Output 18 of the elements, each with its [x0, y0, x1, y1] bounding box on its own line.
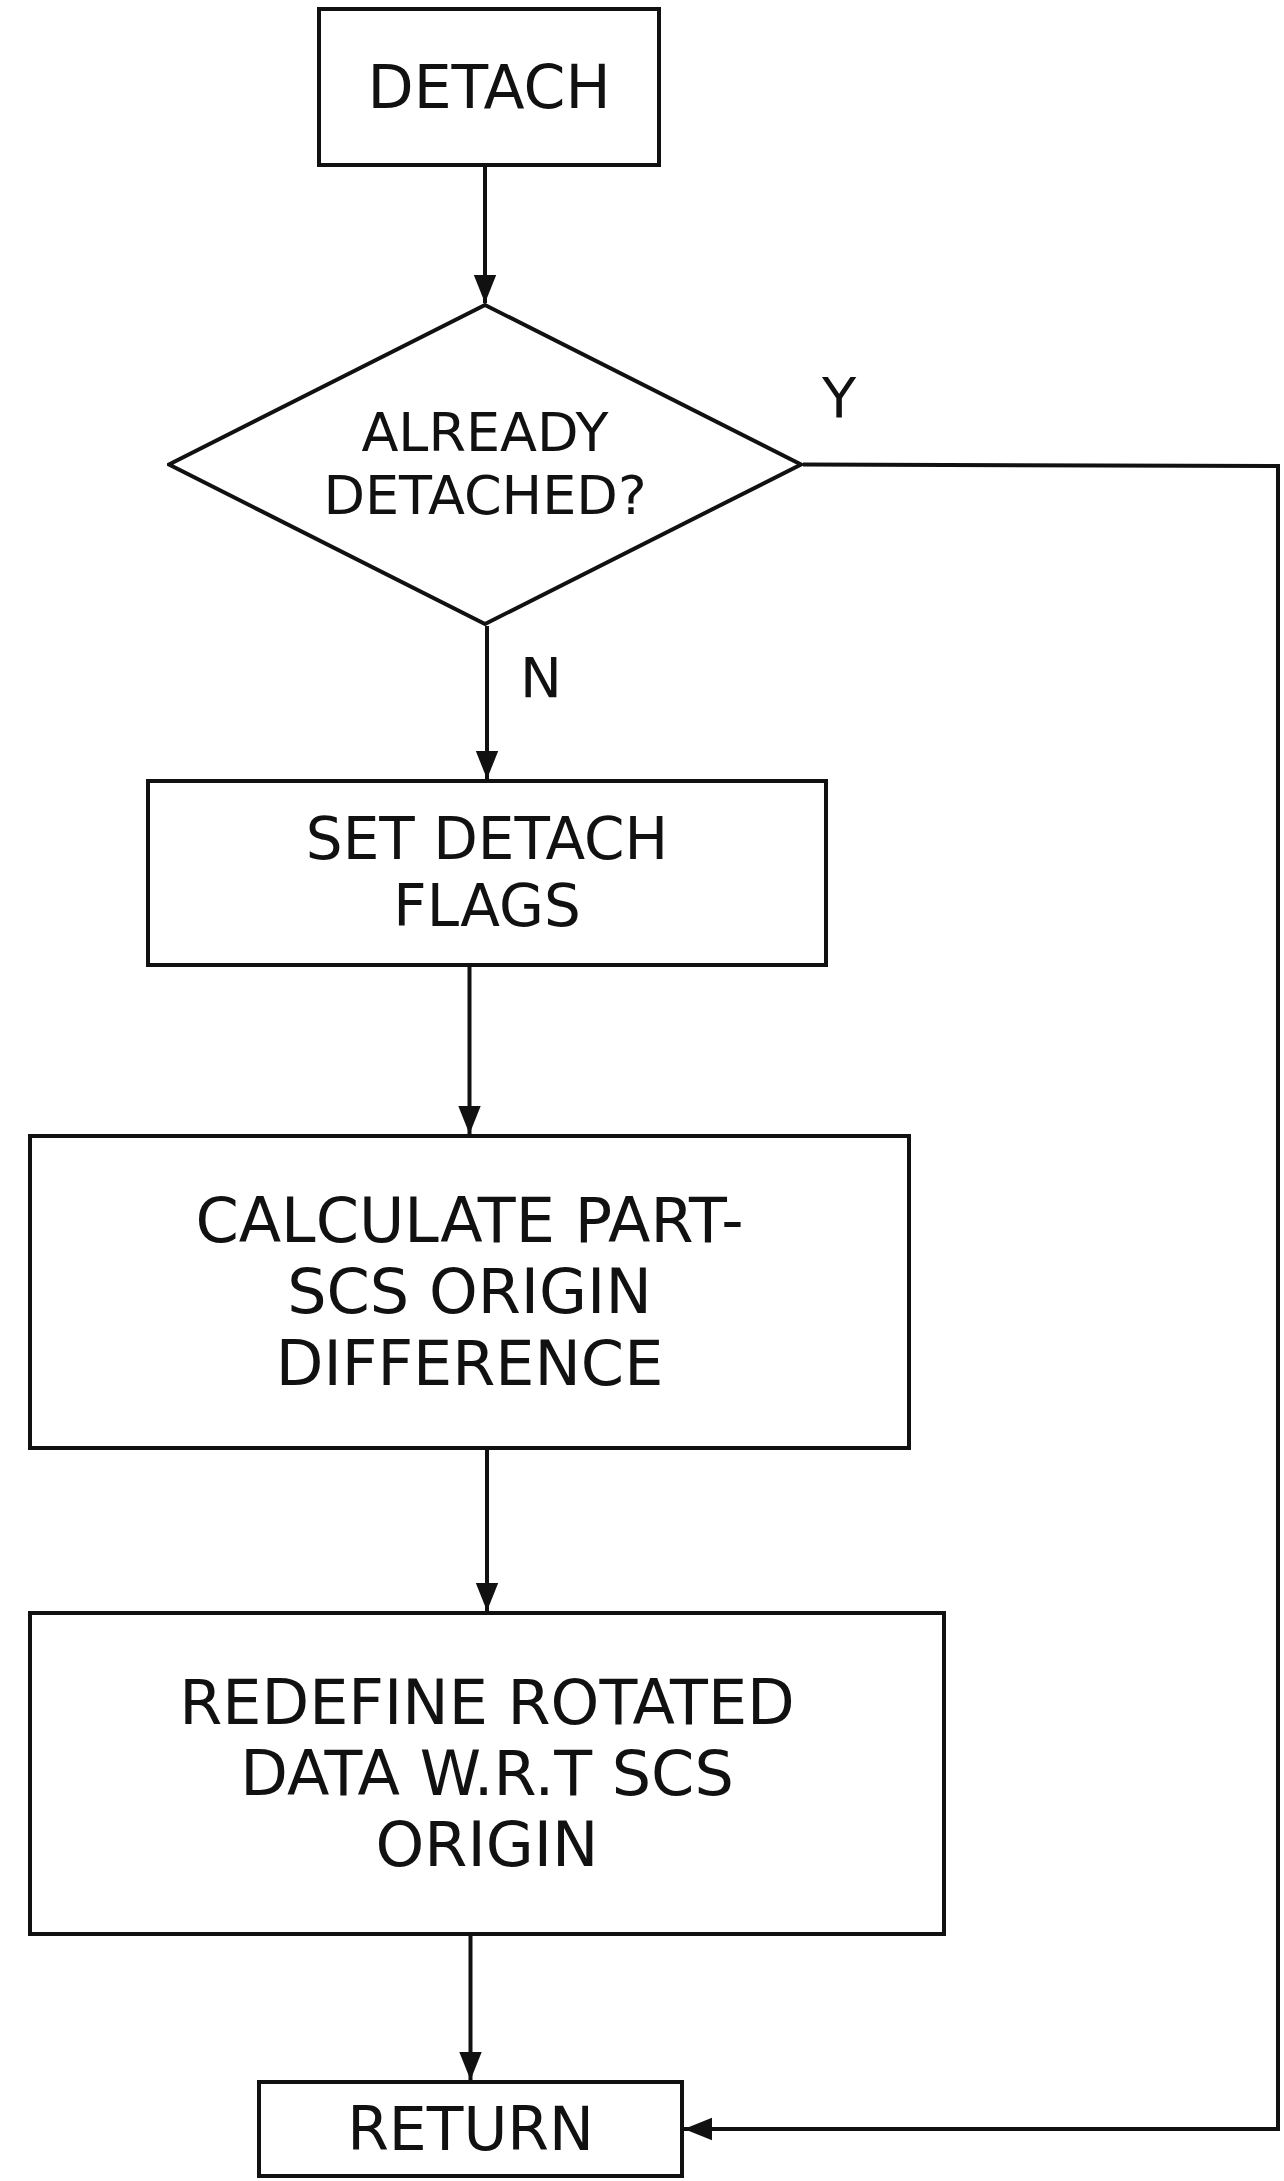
box-text: REDEFINE ROTATED DATA W.R.T SCS ORIGIN — [178, 1666, 796, 1881]
arrow — [458, 967, 481, 1134]
box-text: ALREADY DETACHED? — [322, 402, 648, 527]
process-box — [317, 7, 661, 167]
decision-diamond — [167, 303, 803, 626]
box-text: CALCULATE PART-SCS ORIGIN DIFFERENCE — [194, 1185, 745, 1399]
process-box — [28, 1134, 911, 1450]
arrow — [475, 1450, 499, 1611]
box-text: SET DETACH FLAGS — [304, 806, 670, 940]
arrow — [684, 462, 1280, 2141]
process-box — [257, 2080, 684, 2178]
process-box — [146, 779, 828, 967]
arrow — [475, 626, 499, 779]
arrow — [473, 167, 497, 303]
box-text: DETACH — [367, 52, 611, 122]
arrow — [459, 1936, 482, 2080]
box-text: RETURN — [347, 2094, 594, 2164]
process-box — [28, 1611, 946, 1936]
